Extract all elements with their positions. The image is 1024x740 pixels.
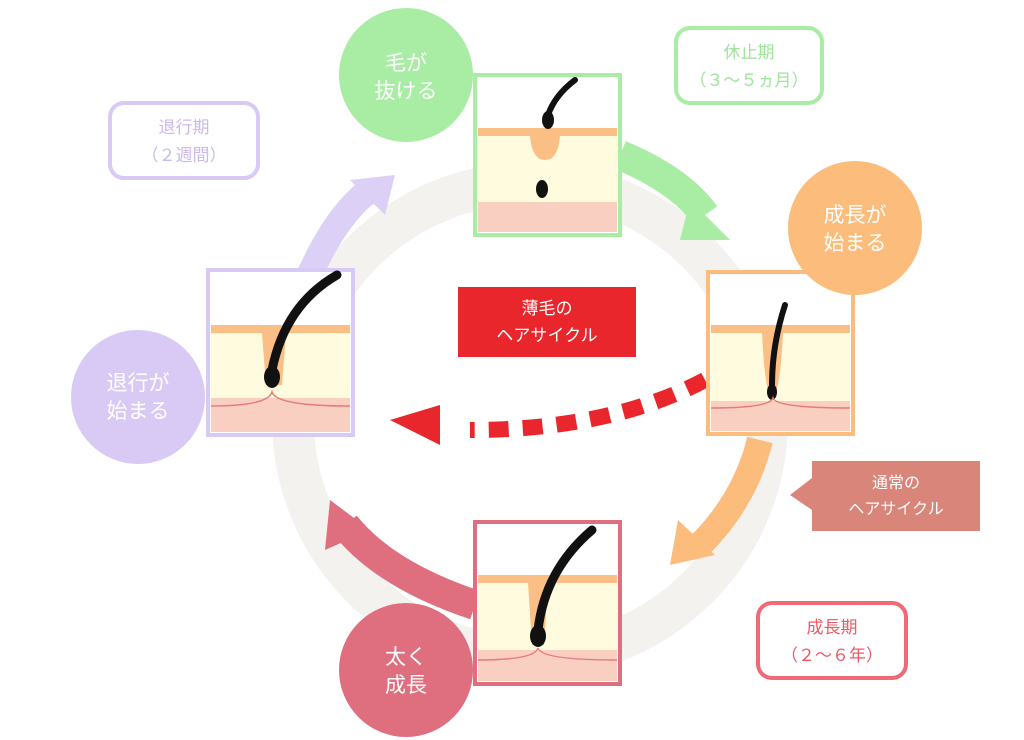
stage-thick-growth-line1: 太く [385, 645, 427, 669]
stage-falling-out: 毛が 抜ける [339, 8, 473, 142]
period-regression-line1: 退行期 [159, 118, 210, 138]
stage-regression-start-line2: 始まる [107, 399, 170, 423]
period-resting-line1: 休止期 [724, 43, 775, 63]
stage-falling-out-line1: 毛が [385, 51, 427, 75]
arrow-red-dashed [390, 372, 709, 445]
arrow-orange [670, 436, 773, 565]
stage-growth-start-line1: 成長が [824, 203, 887, 227]
panel-falling-out [473, 73, 622, 237]
panel-regression-start [206, 268, 355, 437]
period-resting: 休止期 （３～５ヵ月） [674, 26, 824, 105]
arrow-pink [325, 500, 480, 620]
period-growth-line1: 成長期 [807, 618, 858, 638]
stage-thick-growth-line2: 成長 [385, 673, 427, 697]
panel-thick-growth [473, 520, 622, 686]
center-label-line1: 薄毛の [522, 299, 573, 319]
stage-growth-start: 成長が 始まる [788, 161, 922, 295]
period-resting-line2: （３～５ヵ月） [690, 71, 809, 91]
period-regression-line2: （２週間） [142, 146, 227, 166]
center-label-line2: ヘアサイクル [496, 326, 597, 346]
stage-falling-out-line2: 抜ける [375, 79, 438, 103]
period-growth: 成長期 （２～６年） [756, 601, 908, 680]
stage-regression-start: 退行が 始まる [71, 330, 205, 464]
period-growth-line2: （２～６年） [781, 646, 883, 666]
period-regression: 退行期 （２週間） [108, 101, 260, 180]
normal-cycle-line2: ヘアサイクル [848, 499, 943, 518]
normal-cycle-callout: 通常の ヘアサイクル [790, 461, 980, 531]
panel-growth-start [706, 270, 855, 436]
normal-cycle-line1: 通常の [872, 473, 920, 492]
stage-thick-growth: 太く 成長 [339, 603, 473, 737]
arrow-green [614, 141, 730, 240]
stage-regression-start-line1: 退行が [107, 371, 170, 395]
stage-growth-start-line2: 始まる [824, 231, 887, 255]
center-label-box: 薄毛の ヘアサイクル [458, 287, 636, 357]
